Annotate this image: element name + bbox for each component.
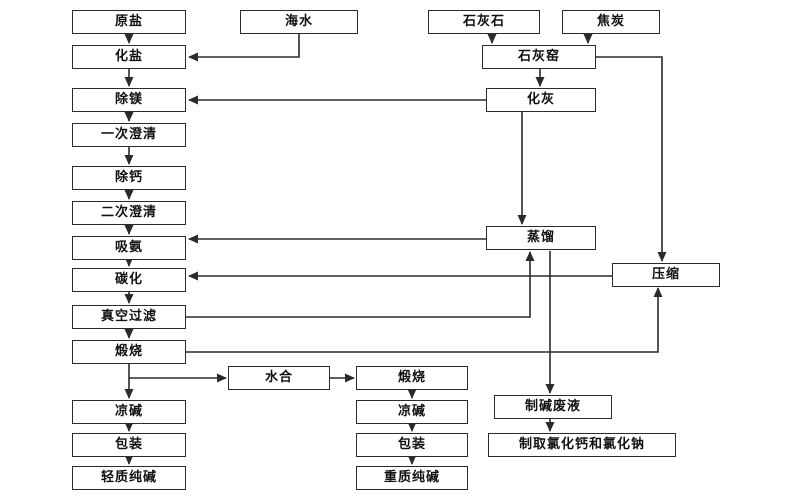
node-light-soda-ash: 轻质纯碱 — [72, 466, 186, 490]
node-packing-light: 包装 — [72, 433, 186, 457]
node-coke: 焦炭 — [562, 10, 660, 34]
node-hydration: 水合 — [228, 366, 330, 390]
edge-vacuum-filtration-to-distillation — [186, 251, 535, 318]
node-salt-dissolving: 化盐 — [72, 45, 186, 69]
edge-seawater-to-salt-dissolving — [188, 34, 300, 62]
node-vacuum-filtration: 真空过滤 — [72, 305, 186, 329]
node-chloride-production: 制取氯化钙和氯化钠 — [488, 433, 676, 457]
node-cooling-heavy: 凉碱 — [356, 400, 468, 424]
node-second-clarification: 二次澄清 — [72, 201, 186, 225]
node-waste-liquid: 制碱废液 — [494, 395, 612, 419]
node-seawater: 海水 — [240, 10, 358, 34]
node-ca-removal: 除钙 — [72, 166, 186, 190]
node-carbonation: 碳化 — [72, 268, 186, 292]
node-packing-heavy: 包装 — [356, 433, 468, 457]
node-ammonia-absorption: 吸氨 — [72, 236, 186, 260]
node-heavy-soda-ash: 重质纯碱 — [356, 466, 468, 490]
node-cooling-light: 凉碱 — [72, 400, 186, 424]
node-mg-removal: 除镁 — [72, 88, 186, 112]
edge-calcination-to-compression — [186, 287, 663, 353]
node-lime-kiln: 石灰窑 — [482, 45, 596, 69]
node-lime-slaking: 化灰 — [486, 88, 596, 112]
node-calcination-light: 煅烧 — [72, 340, 186, 364]
edge-lime-kiln-to-compression — [596, 56, 667, 262]
node-compression: 压缩 — [612, 263, 720, 287]
node-distillation: 蒸馏 — [486, 226, 596, 250]
node-first-clarification: 一次澄清 — [72, 123, 186, 147]
node-raw-salt: 原盐 — [72, 10, 186, 34]
node-calcination-heavy: 煅烧 — [356, 366, 468, 390]
node-limestone: 石灰石 — [428, 10, 540, 34]
